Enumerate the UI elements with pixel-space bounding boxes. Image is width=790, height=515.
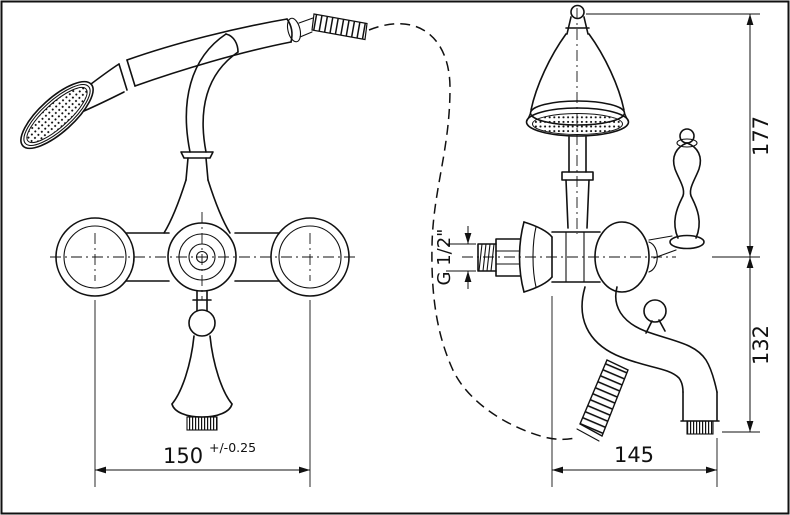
aerator-front [186, 416, 218, 431]
dim-150-label: 150 [163, 444, 203, 468]
wall-connection [477, 221, 553, 293]
spray-face [532, 113, 623, 135]
handshower [20, 13, 368, 150]
dim-150-tolerance: +/-0.25 [209, 440, 256, 455]
cradle-column [163, 151, 231, 234]
spout-side [581, 286, 720, 435]
aerator-side [686, 420, 714, 435]
mixer-body-side [551, 221, 658, 293]
dim-132-label: 132 [749, 325, 773, 365]
dimension-132: 132 [722, 257, 773, 433]
spout-front [171, 335, 233, 431]
hose-nipple [576, 359, 629, 442]
front-view: 150 +/-0.25 [20, 13, 368, 487]
dim-145-label: 145 [614, 443, 654, 467]
shower-head-side [525, 4, 630, 229]
diverter-knob-front [188, 290, 216, 337]
dimension-thread: G 1/2" [434, 226, 476, 289]
handshower-head-icon [20, 59, 136, 150]
thread-hatch [478, 243, 495, 272]
dimension-145: 145 [551, 296, 718, 487]
dimension-150: 150 +/-0.25 [94, 300, 311, 487]
cradle-hook [185, 33, 239, 153]
diverter-knob-side [643, 299, 667, 334]
dim-177-label: 177 [749, 116, 773, 156]
hose-corrugation [311, 13, 368, 41]
centerlines-front [50, 212, 356, 300]
lever-handle [648, 128, 705, 259]
thread-label: G 1/2" [434, 229, 455, 286]
handshower-handle [126, 17, 314, 87]
hose-path-dashed [368, 22, 576, 441]
side-view: G 1/2" [434, 4, 773, 487]
dimension-177: 177 [586, 13, 773, 258]
mixer-body-front [55, 217, 350, 297]
